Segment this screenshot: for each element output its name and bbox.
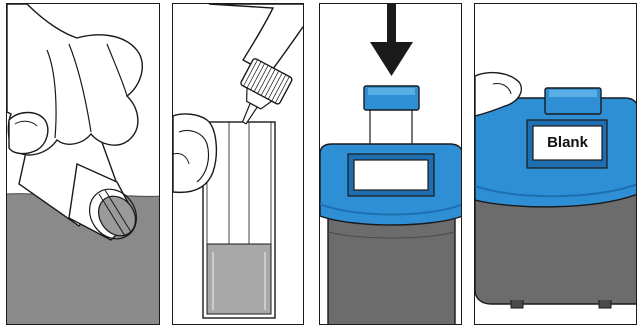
cuvette-liquid xyxy=(206,243,272,315)
rinse-bottle-illustration xyxy=(7,4,159,324)
down-arrow-icon xyxy=(387,4,396,46)
meter-screen xyxy=(353,159,429,191)
dropper-cap xyxy=(240,58,293,125)
step-1-panel xyxy=(6,3,160,325)
fill-cuvette-illustration xyxy=(173,4,303,319)
insert-cuvette-illustration xyxy=(320,4,461,324)
step-2-panel xyxy=(172,3,304,325)
blank-label: Blank xyxy=(547,134,588,151)
meter-screen xyxy=(532,125,603,161)
press-blank-illustration xyxy=(475,71,636,309)
step-4-panel: Blank xyxy=(474,3,637,325)
step-3-panel xyxy=(319,3,462,325)
finger xyxy=(475,71,523,117)
hand xyxy=(173,113,218,194)
